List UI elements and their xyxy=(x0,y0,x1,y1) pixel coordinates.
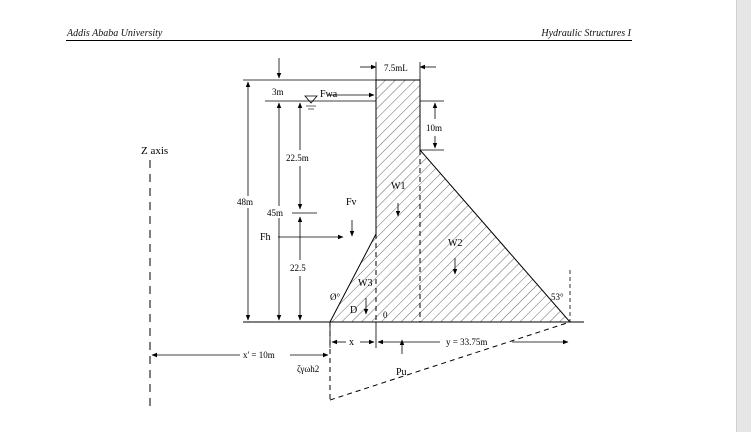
w1-label: W1 xyxy=(391,181,405,192)
y-dim-label: y = 33.75m xyxy=(446,337,487,347)
w2-label: W2 xyxy=(448,238,462,249)
header-university: Addis Ababa University xyxy=(67,28,163,39)
water-surface-symbol xyxy=(304,95,318,104)
water-depth-label: 45m xyxy=(267,208,283,218)
w3-label: W3 xyxy=(358,278,372,289)
header-rule xyxy=(66,40,632,41)
freeboard-label: 3m xyxy=(272,87,284,97)
upper-depth-label: 22.5m xyxy=(286,153,309,163)
xprime-label: x' = 10m xyxy=(243,350,275,360)
page-edge xyxy=(736,0,751,432)
x-dim-label: x xyxy=(349,337,354,348)
phi-label: Ø° xyxy=(330,292,340,302)
d-label: D xyxy=(350,305,357,316)
lower-depth-label: 22.5 xyxy=(290,263,306,273)
angle-label: 53° xyxy=(551,292,564,302)
fv-label: Fv xyxy=(346,197,357,208)
pu-label: Pu xyxy=(396,367,407,378)
fwa-label: Fwa xyxy=(320,89,338,100)
crest-width-label: 7.5mL xyxy=(384,63,408,73)
fh-label: Fh xyxy=(260,232,271,243)
uplift-diagram-line xyxy=(329,321,571,401)
uplift-pressure-label: ζγωh2 xyxy=(297,364,319,374)
origin-label: 0 xyxy=(383,310,388,320)
z-axis-label: Z axis xyxy=(141,145,168,157)
total-height-label: 48m xyxy=(237,197,253,207)
setback-label: 10m xyxy=(426,123,442,133)
header-course: Hydraulic Structures I xyxy=(541,28,631,39)
